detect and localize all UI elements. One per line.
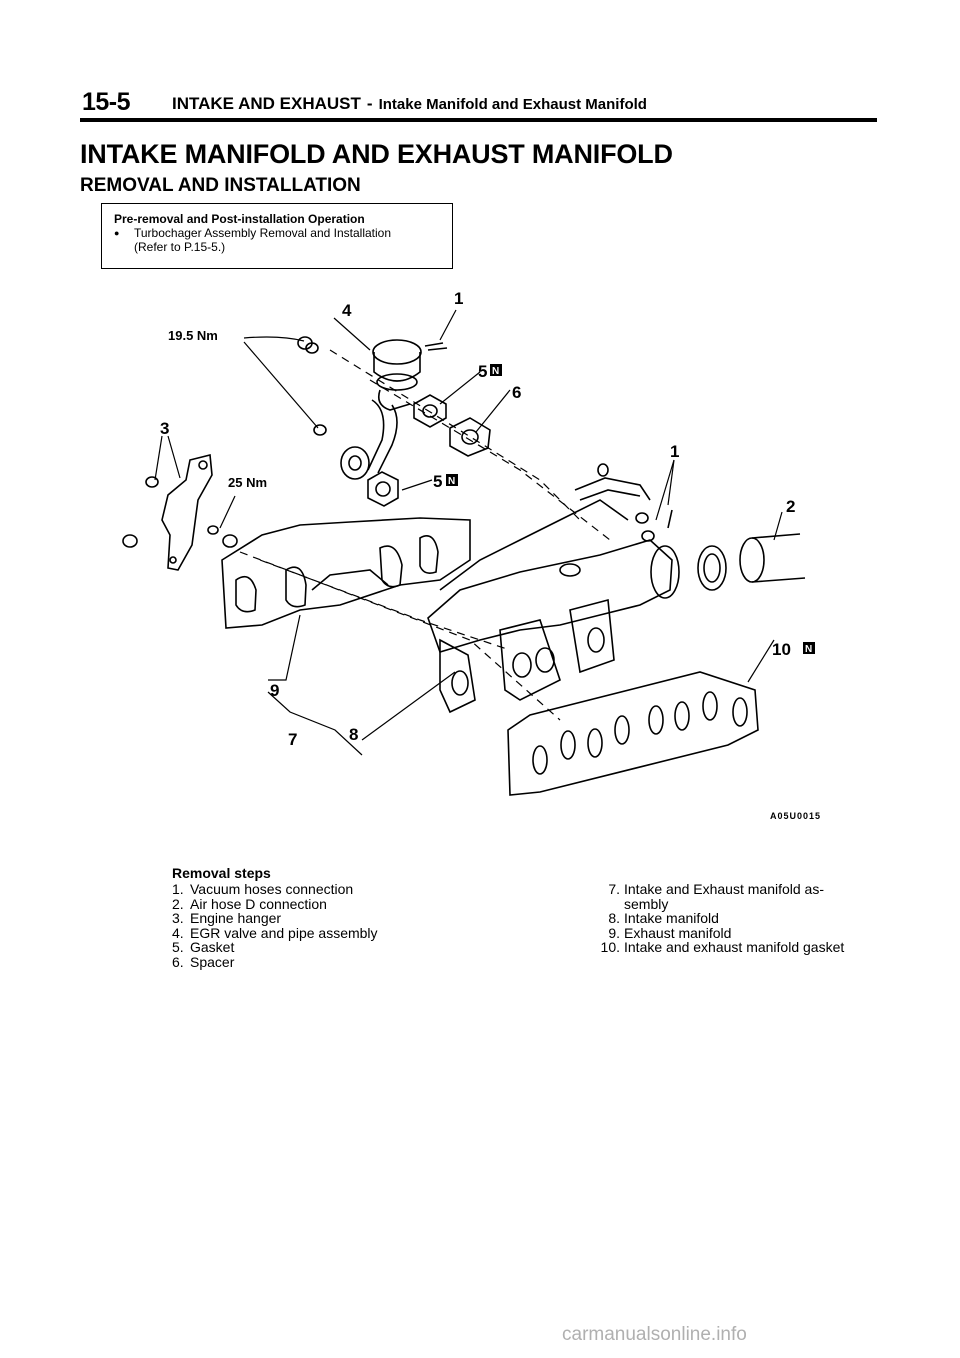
leader-lines [154, 309, 783, 756]
step-text: Intake manifold [624, 910, 719, 927]
page-title: INTAKE MANIFOLD AND EXHAUST MANIFOLD [80, 139, 673, 169]
removal-step: 7.Intake and Exhaust manifold as- [590, 882, 890, 897]
step-number: 3. [172, 910, 184, 927]
callout-5-upper: 5 [478, 362, 487, 381]
header-dash: - [366, 94, 373, 113]
step-text: Spacer [190, 953, 235, 970]
callout-1-top: 1 [454, 289, 463, 308]
removal-step: sembly [590, 895, 890, 912]
egr-valve-drawing [297, 336, 422, 411]
step-text: Vacuum hoses connection [190, 881, 354, 897]
callout-4: 4 [342, 301, 352, 320]
page-number: 15-5 [82, 88, 131, 116]
exhaust-manifold-drawing [221, 517, 471, 629]
callouts: 19.5 Nm 25 Nm 1 4 5 6 3 5 1 2 10 9 7 8 [160, 289, 795, 749]
step-number: 2. [172, 895, 184, 912]
step-number: 4. [172, 924, 184, 941]
removal-step: 8.Intake manifold [590, 911, 890, 926]
step-text: Engine hanger [190, 910, 282, 927]
torque-label-25: 25 Nm [228, 475, 267, 490]
step-text: Gasket [190, 939, 235, 956]
removal-step: 2. Air hose D connection [172, 895, 472, 912]
gasket-spacer-drawing [313, 394, 491, 457]
page-subtitle: REMOVAL AND INSTALLATION [80, 175, 361, 196]
engine-hanger-drawing [122, 453, 238, 571]
removal-step: 5. Gasket [172, 940, 472, 955]
step-number [590, 897, 624, 912]
removal-step: 9.Exhaust manifold [590, 926, 890, 941]
pre-removal-box: Pre-removal and Post-installation Operat… [101, 203, 453, 269]
removal-steps-title: Removal steps [172, 865, 271, 881]
pre-removal-title: Pre-removal and Post-installation Operat… [114, 212, 365, 226]
torque-label-19-5: 19.5 Nm [168, 328, 218, 343]
step-text: Intake and exhaust manifold gasket [624, 939, 845, 956]
removal-step: 10.Intake and exhaust manifold gasket [590, 940, 890, 955]
header-rule [80, 118, 877, 122]
bullet-icon: ● [114, 228, 120, 238]
step-number: 7. [608, 881, 620, 897]
callout-1-right: 1 [670, 442, 679, 461]
removal-step: 3. Engine hanger [172, 911, 472, 926]
figure-code: A05U0015 [770, 811, 822, 821]
removal-steps-left: 1. Vacuum hoses connection 2. Air hose D c… [172, 882, 472, 970]
air-hose-drawing [650, 533, 806, 599]
egr-flange-drawing [340, 446, 370, 480]
step-number: 1. [172, 881, 184, 897]
pre-removal-item-text: Turbochager Assembly Removal and Install… [134, 226, 392, 240]
callout-7: 7 [288, 730, 297, 749]
intake-manifold-drawing [427, 499, 673, 714]
callout-9: 9 [270, 681, 279, 700]
removal-step: 4. EGR valve and pipe assembly [172, 926, 472, 941]
step-text: EGR valve and pipe assembly [190, 924, 378, 941]
new-part-mark-10: N [805, 644, 812, 655]
callout-2: 2 [786, 497, 795, 516]
step-number: 10. [600, 939, 620, 956]
manifold-gasket-drawing [507, 671, 759, 796]
new-part-badge-5-upper [490, 364, 502, 376]
new-part-badge-10 [803, 642, 815, 654]
step-text: Intake and Exhaust manifold as- [624, 881, 825, 897]
step-number: 8. [608, 910, 620, 927]
new-part-badge-5-lower [446, 474, 458, 486]
callout-3: 3 [160, 419, 169, 438]
alignment-lines [239, 349, 611, 721]
gasket-lower-drawing [367, 471, 399, 507]
new-part-mark-5-lower: N [448, 476, 455, 487]
new-part-mark-5-upper: N [492, 366, 499, 377]
pre-removal-item: ● Turbochager Assembly Removal and Insta… [114, 226, 452, 240]
step-number: 5. [172, 939, 184, 956]
step-text: Exhaust manifold [624, 924, 732, 941]
step-number: 6. [172, 953, 184, 970]
callout-6: 6 [512, 383, 521, 402]
egr-pipe-drawing [367, 399, 398, 474]
subsection-name: Intake Manifold and Exhaust Manifold [378, 96, 647, 113]
removal-step: 6. Spacer [172, 955, 472, 970]
removal-step: 1. Vacuum hoses connection [172, 882, 472, 897]
callout-8: 8 [349, 725, 358, 744]
step-text: Air hose D connection [190, 895, 327, 912]
vacuum-hose-fitting-drawing [424, 342, 448, 351]
callout-10: 10 [772, 640, 791, 659]
vacuum-hose-drawing [574, 463, 673, 542]
removal-steps-right: 7.Intake and Exhaust manifold as- sembly… [590, 882, 890, 955]
step-number: 9. [608, 924, 620, 941]
new-part-badges: N N N [446, 364, 815, 655]
pre-removal-reference: (Refer to P.15-5.) [134, 240, 226, 254]
section-heading: INTAKE AND EXHAUST-Intake Manifold and E… [172, 94, 647, 114]
step-text: sembly [624, 895, 669, 912]
section-name: INTAKE AND EXHAUST [172, 94, 361, 113]
callout-5-lower: 5 [433, 472, 442, 491]
watermark: carmanualsonline.info [562, 1324, 747, 1345]
